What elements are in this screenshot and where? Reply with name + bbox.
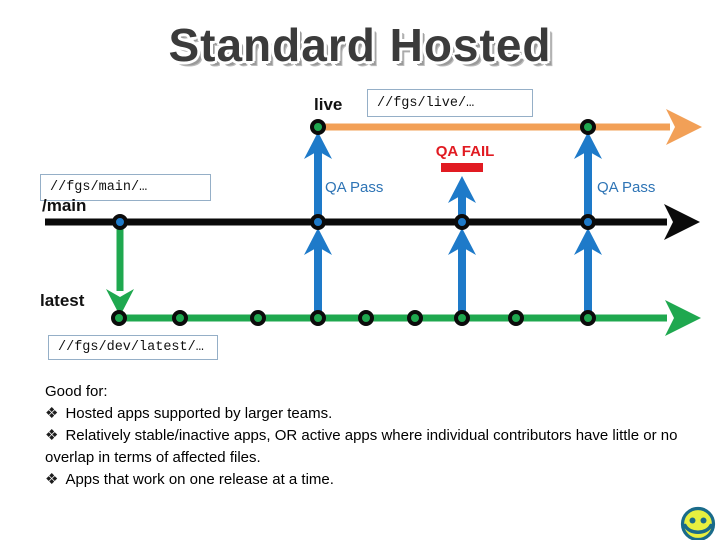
branch-down-arrowhead-icon <box>106 289 134 316</box>
diamond-bullet-icon: ❖ <box>45 427 59 444</box>
qa-pass-arrow-shaft <box>584 245 592 315</box>
latest-depot-path-box: //fgs/dev/latest/… <box>48 335 218 360</box>
live-depot-path-box: //fgs/live/… <box>367 89 533 117</box>
smiley-face-icon <box>680 506 716 540</box>
latest-branch-label: latest <box>40 291 85 310</box>
commit-dot <box>172 310 188 326</box>
commit-dot <box>358 310 374 326</box>
qa-fail-arrow-shaft <box>458 193 466 219</box>
qa-pass-label-right: QA Pass <box>597 179 656 196</box>
qa-pass-arrow-shaft <box>584 149 592 219</box>
commit-dot <box>310 310 326 326</box>
latest-timeline-arrowhead-icon <box>665 300 701 336</box>
commit-dot <box>454 310 470 326</box>
qa-pass-arrowhead-icon <box>574 132 602 159</box>
diamond-bullet-icon: ❖ <box>45 405 59 422</box>
good-for-bullet: ❖ Apps that work on one release at a time… <box>45 469 681 491</box>
commit-dot <box>508 310 524 326</box>
bullet-text: Apps that work on one release at a time. <box>65 471 334 488</box>
good-for-bullet: ❖Relatively stable/inactive apps, OR act… <box>45 425 681 469</box>
commit-dot <box>310 214 326 230</box>
commit-dot <box>310 119 326 135</box>
qa-fail-arrowhead-icon <box>448 176 476 203</box>
qa-pass-arrow-shaft <box>314 149 322 219</box>
qa-pass-arrow-shaft <box>314 245 322 315</box>
slide-title: Standard Hosted <box>168 19 552 71</box>
latest-timeline-line <box>120 314 667 322</box>
live-branch-label: live <box>314 95 343 114</box>
commit-dot <box>111 310 127 326</box>
qa-pass-arrow-shaft <box>458 245 466 315</box>
good-for-bullet: ❖ Hosted apps supported by larger teams. <box>45 403 681 425</box>
bullet-text: Hosted apps supported by larger teams. <box>65 405 333 422</box>
commit-dot <box>407 310 423 326</box>
commit-dot <box>580 214 596 230</box>
good-for-block: Good for: ❖ Hosted apps supported by larg… <box>45 381 681 491</box>
qa-pass-arrowhead-icon <box>304 228 332 255</box>
branch-down-arrow-shaft <box>116 226 124 291</box>
main-timeline-arrowhead-icon <box>664 204 700 240</box>
commit-dot <box>580 310 596 326</box>
good-for-heading: Good for: <box>45 383 108 400</box>
commit-dot <box>580 119 596 135</box>
main-timeline-line <box>45 218 667 226</box>
qa-pass-arrowhead-icon <box>448 228 476 255</box>
qa-fail-block-bar <box>441 163 483 172</box>
qa-pass-label-left: QA Pass <box>325 179 384 196</box>
qa-fail-label: QA FAIL <box>435 143 495 160</box>
diamond-bullet-icon: ❖ <box>45 471 59 488</box>
commit-dot <box>112 214 128 230</box>
main-branch-label: /main <box>42 196 87 215</box>
commit-dot <box>250 310 266 326</box>
qa-pass-arrowhead-icon <box>574 228 602 255</box>
main-depot-path-box: //fgs/main/… <box>40 174 211 201</box>
live-timeline-arrowhead-icon <box>666 109 702 145</box>
bullet-text: Relatively stable/inactive apps, OR acti… <box>45 427 678 466</box>
qa-pass-arrowhead-icon <box>304 132 332 159</box>
live-timeline-line <box>320 123 670 131</box>
commit-dot <box>454 214 470 230</box>
